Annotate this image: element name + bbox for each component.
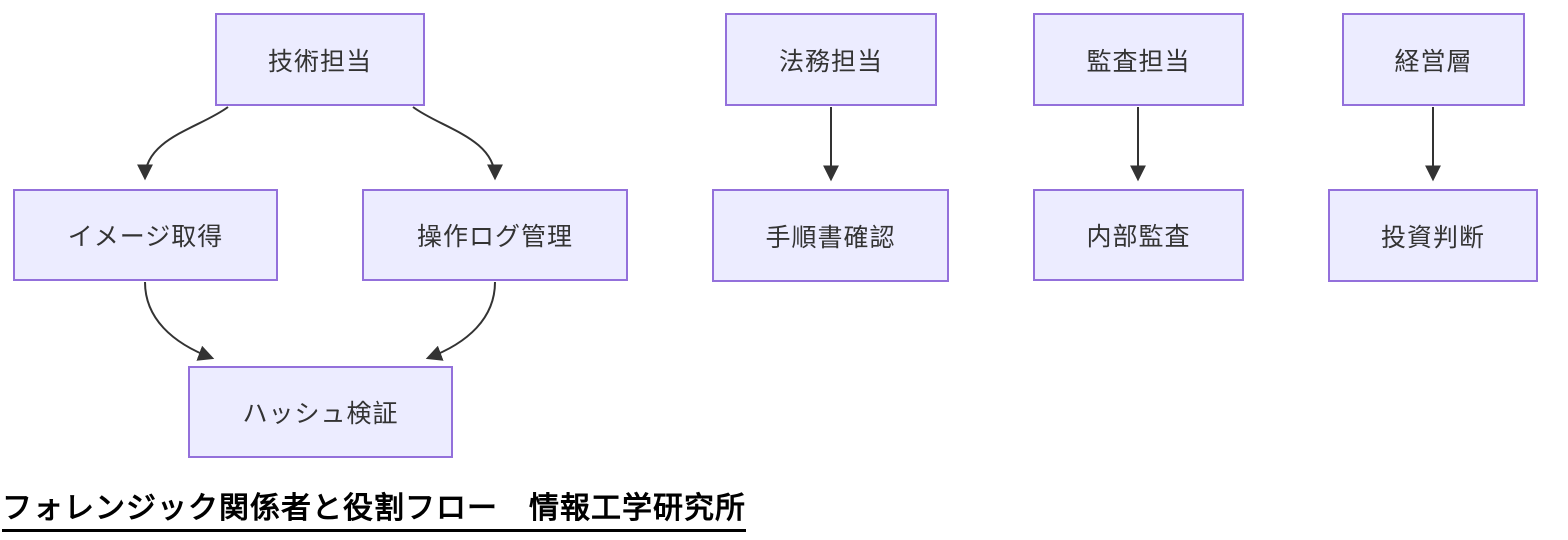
flow-node-image-acquisition-label: イメージ取得 xyxy=(67,222,224,251)
flow-node-internal-audit: 内部監査 xyxy=(1033,189,1244,281)
flow-node-audit-label: 監査担当 xyxy=(1086,46,1191,76)
flow-node-hash-verification: ハッシュ検証 xyxy=(188,366,453,458)
flow-node-internal-audit-label: 内部監査 xyxy=(1086,222,1191,251)
flow-node-investment-decision-label: 投資判断 xyxy=(1380,222,1485,252)
flow-node-legal: 法務担当 xyxy=(725,13,937,106)
flow-node-executive-label: 経営層 xyxy=(1394,46,1473,76)
flow-node-investment-decision: 投資判断 xyxy=(1328,189,1538,282)
edge-tech-to-image xyxy=(137,106,229,181)
flow-node-procedure-check: 手順書確認 xyxy=(712,189,949,282)
flow-node-image-acquisition: イメージ取得 xyxy=(13,189,278,281)
edge-oplog-to-hash xyxy=(425,281,496,361)
flow-node-operation-log: 操作ログ管理 xyxy=(362,189,628,281)
flow-node-tech: 技術担当 xyxy=(215,13,425,106)
edge-image-to-hash xyxy=(144,281,215,361)
flow-node-hash-verification-label: ハッシュ検証 xyxy=(242,399,399,428)
edge-tech-to-oplog xyxy=(412,106,503,181)
flow-node-operation-log-label: 操作ログ管理 xyxy=(416,222,573,251)
flow-node-audit: 監査担当 xyxy=(1033,13,1244,106)
flow-node-tech-label: 技術担当 xyxy=(267,46,372,76)
diagram-caption: フォレンジック関係者と役割フロー 情報工学研究所 xyxy=(2,483,746,532)
flow-node-executive: 経営層 xyxy=(1342,13,1525,106)
flow-node-legal-label: 法務担当 xyxy=(778,46,883,76)
flow-node-procedure-check-label: 手順書確認 xyxy=(765,222,896,252)
